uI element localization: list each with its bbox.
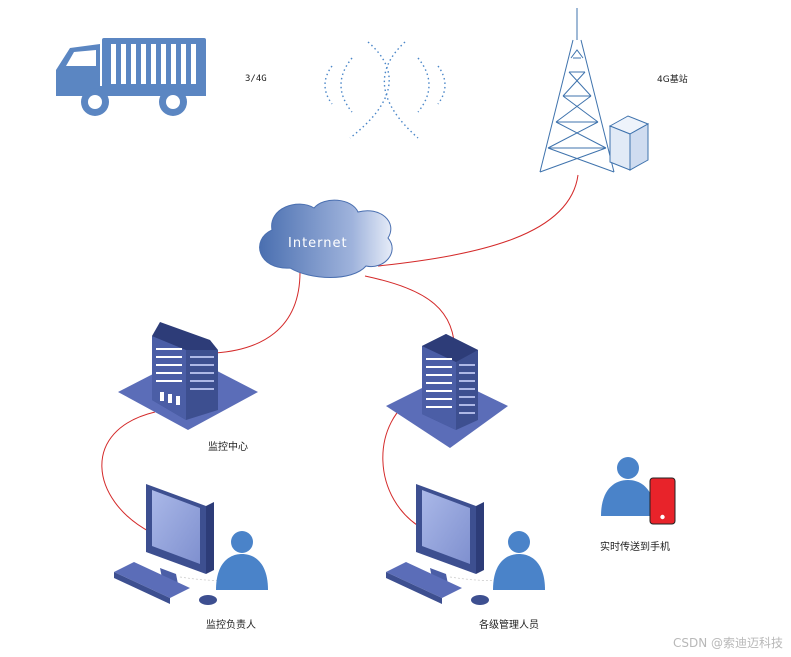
- phone-icon: [649, 477, 676, 525]
- mobile-push-label: 实时传送到手机: [600, 542, 670, 553]
- monitor-center-label: 监控中心: [208, 442, 248, 453]
- watermark: CSDN @索迪迈科技: [672, 636, 783, 650]
- dashed-connections: [179, 576, 506, 581]
- link-supervisor-pc: [179, 576, 236, 581]
- truck-icon: [56, 38, 206, 116]
- radio-waves-icon: [324, 41, 446, 139]
- link-managers-pc: [449, 576, 506, 581]
- equipment-cabinet-icon: [608, 115, 650, 171]
- mobile-user-icon: [601, 457, 655, 516]
- office-tower-icon: [386, 334, 508, 448]
- managers-computer-icon: [386, 484, 489, 605]
- link-center-supervisor: [101, 411, 156, 533]
- supervisor-computer-icon: [114, 484, 217, 605]
- signal-type-label: 3/4G: [245, 74, 267, 84]
- link-internet-monitor-center: [214, 271, 301, 354]
- supervisor-label: 监控负责人: [206, 620, 256, 631]
- managers-label: 各级管理人员: [479, 620, 539, 631]
- managers-person-icon: [493, 531, 545, 590]
- tower-icon: [539, 8, 615, 173]
- internet-label: Internet: [288, 236, 348, 251]
- supervisor-person-icon: [216, 531, 268, 590]
- monitor-center-building-icon: [118, 322, 258, 430]
- base-station-label: 4G基站: [657, 75, 688, 85]
- internet-cloud: [259, 199, 393, 278]
- link-internet-base-station: [377, 174, 579, 267]
